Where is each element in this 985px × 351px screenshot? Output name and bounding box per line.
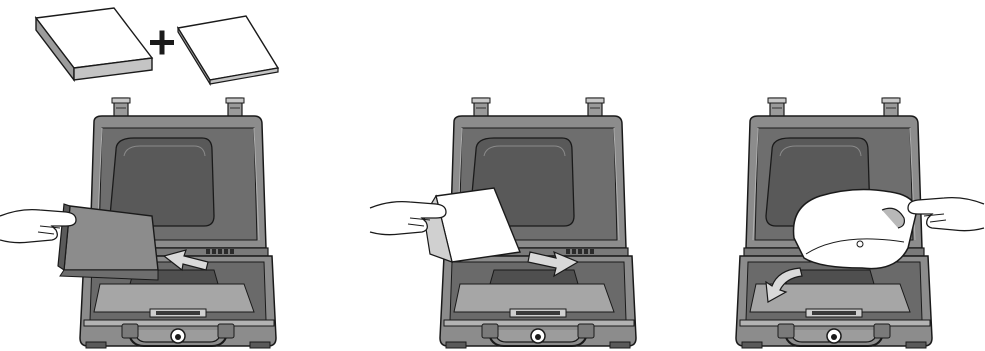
step-1-panel [0,98,276,348]
parts-legend [36,8,278,84]
step-2-panel [370,98,636,348]
plus-icon [150,31,174,55]
foam-pad-thick [36,8,152,80]
foam-pad-thin [178,16,278,84]
instrument [794,189,917,268]
step-3-panel [736,98,984,348]
